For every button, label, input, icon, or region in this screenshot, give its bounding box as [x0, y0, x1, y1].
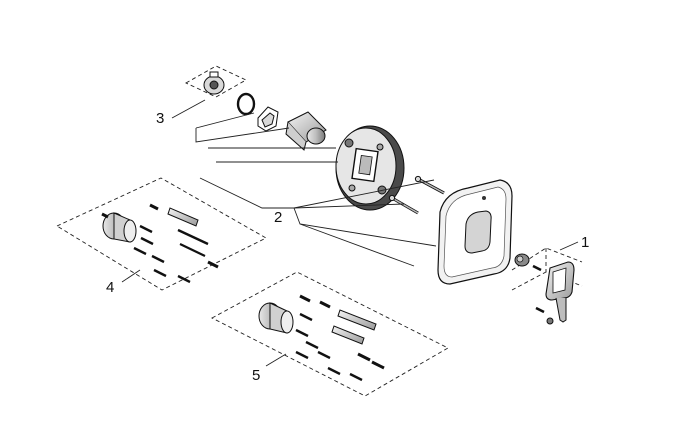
callout-1: 1 [581, 234, 589, 251]
retaining-clip [257, 106, 279, 132]
small-screw-a [532, 264, 542, 272]
long-screw-1 [414, 175, 445, 195]
group-2-leaders [195, 112, 437, 267]
extension-sleeve [285, 111, 327, 151]
group-3-valve-part [203, 71, 225, 95]
set-screw [535, 306, 545, 314]
adapter-nut [514, 253, 530, 267]
callout-2: 2 [274, 209, 282, 226]
callout-3: 3 [156, 110, 164, 127]
group-4-parts [101, 203, 219, 284]
leader-4 [121, 269, 141, 283]
square-trim-plate [437, 179, 513, 285]
group-5-frame [211, 271, 449, 397]
leader-3 [171, 99, 206, 119]
leader-1 [559, 241, 579, 251]
group-4-frame [56, 177, 267, 291]
handle [545, 261, 575, 323]
group-5-parts [258, 294, 385, 382]
handle-cap [546, 317, 554, 325]
o-ring [236, 92, 256, 116]
callout-4: 4 [106, 279, 114, 296]
callout-5: 5 [252, 367, 260, 384]
group-3-bracket [185, 65, 247, 98]
leader-5 [265, 353, 287, 367]
long-screw-2 [388, 194, 419, 215]
